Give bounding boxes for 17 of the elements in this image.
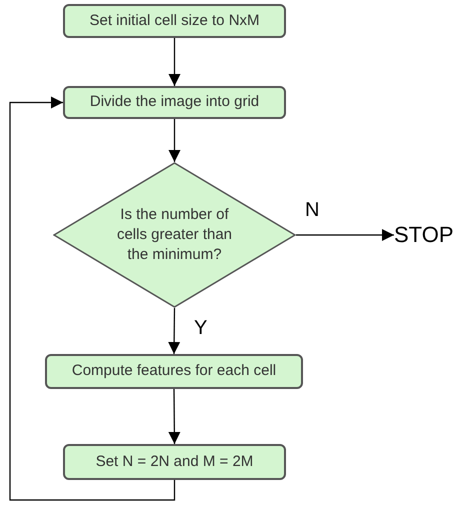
node-text: Divide the image into grid [90,92,260,112]
arrow [168,38,180,86]
node-text: Set initial cell size to NxM [89,10,260,31]
arrow [168,389,180,444]
node-text: Compute features for each cell [72,361,276,382]
process-box [63,86,286,119]
node-text: Set N = 2N and M = 2M [96,452,254,472]
terminal-label: STOP [394,224,454,246]
process-box [45,354,303,389]
process-box [63,444,286,480]
node-text: Is the number of cells greater than the minimum? [116,205,234,265]
arrow [296,229,394,241]
process-box [63,4,286,38]
arrow [168,119,180,162]
arrow [168,308,180,354]
arrow [9,96,176,501]
decision-diamond [53,162,296,308]
